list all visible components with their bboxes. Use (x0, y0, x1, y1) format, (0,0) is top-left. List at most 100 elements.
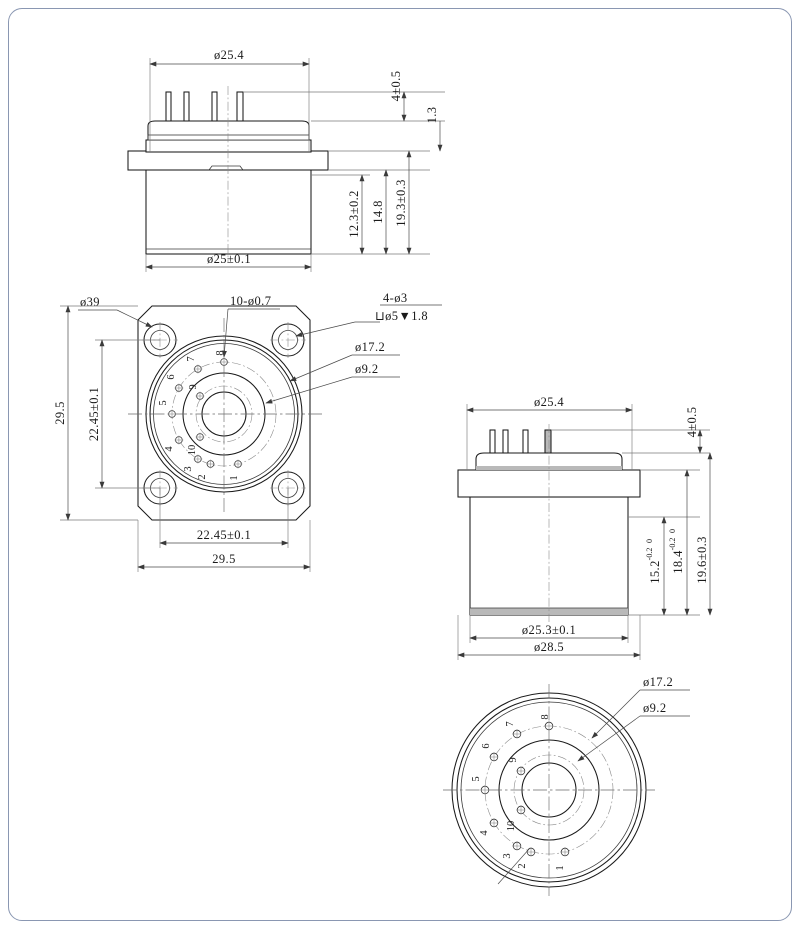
callout-flange-diameter: ø39 (78, 295, 153, 328)
callout-circles-v4: ø17.2 ø9.2 (577, 675, 690, 762)
mounting-holes-group (142, 322, 306, 506)
pin-label-9: 9 (188, 384, 199, 389)
dim-text-pin-length-v1: 4±0.5 (389, 71, 403, 102)
pin-label-7-v4: 7 (505, 721, 516, 726)
pin-label-3-v4: 3 (502, 853, 513, 858)
dim-text-vertical-inner-v2: 22.45±0.1 (87, 387, 101, 441)
view-bottom-left-flange: 8 7 6 5 4 3 2 1 9 10 ø39 10-ø0.7 (53, 291, 442, 572)
dimension-vertical-outer-v2: 29.5 (53, 305, 71, 521)
dimension-flange-diameter-v3: ø28.5 (457, 640, 641, 658)
pin-hole-4-v4 (489, 818, 499, 828)
dimension-top-width-v1: ø25.4 (149, 48, 310, 67)
view-top-left-elevation: ø25.4 ø25±0.1 4±0.5 1.3 12.3±0.2 (127, 48, 445, 272)
pin-label-7: 7 (186, 356, 197, 361)
dimension-body-height-2-v1: 14.8 (371, 169, 389, 255)
dimension-bottom-width-v1: ø25±0.1 (145, 252, 312, 270)
pin-label-2: 2 (197, 474, 208, 479)
pin-label-1-v4: 1 (555, 865, 566, 870)
dimension-flange-thickness-v1: 1.3 (425, 107, 443, 152)
callout-circles-v2: ø17.2 ø9.2 (265, 340, 400, 404)
pin-hole-10 (195, 432, 205, 442)
dimension-pin-length-v3: 4±0.5 (685, 407, 703, 454)
dimension-horizontal-inner-v2: 22.45±0.1 (159, 528, 289, 546)
dim-text-horizontal-outer-v2: 29.5 (212, 552, 235, 566)
callout-text-mounting-holes: 4-ø3 (383, 291, 408, 305)
mounting-hole-top-right (270, 322, 306, 358)
pin-label-3: 3 (183, 466, 194, 471)
dim-tol-upper-body-height-1-v3: 0 (645, 539, 654, 543)
extension-lines-v1 (145, 58, 445, 272)
pin-label-1: 1 (229, 475, 240, 480)
dimension-vertical-inner-v2: 22.45±0.1 (87, 339, 105, 489)
callout-text-counterbore: ⊔ø5▼1.8 (375, 309, 428, 323)
callout-text-pin-holes: 10-ø0.7 (230, 294, 271, 308)
callout-mounting-holes: 4-ø3 ⊔ø5▼1.8 (295, 291, 442, 337)
pin-label-6-v4: 6 (481, 743, 492, 748)
pin-hole-8-v4 (544, 721, 554, 731)
pin-hole-3-v4 (512, 841, 522, 851)
page-border (8, 8, 792, 921)
pin-label-2-v4: 2 (517, 863, 528, 868)
dim-text-overall-height-v1: 19.3±0.3 (394, 179, 408, 227)
callout-text-outer-circle-v4: ø17.2 (643, 675, 673, 689)
extension-lines-v2 (60, 305, 311, 572)
dim-tol-lower-body-height-2-v3: -0.2 (668, 538, 677, 551)
pin-hole-9 (195, 391, 205, 401)
pin-hole-3 (193, 454, 203, 464)
dim-text-top-width-v3: ø25.4 (534, 395, 564, 409)
pin-hole-6 (174, 383, 184, 393)
dimension-body-height-1-v3: 15.2 0 -0.2 (645, 516, 667, 616)
pin-label-6: 6 (166, 374, 177, 379)
pin-hole-7 (193, 364, 203, 374)
dim-text-flange-thickness-v1: 1.3 (425, 107, 439, 124)
dim-tol-lower-body-height-1-v3: -0.2 (645, 548, 654, 561)
pin-hole-1-v4 (560, 847, 570, 857)
dimension-body-height-2-v3: 18.4 0 -0.2 (668, 469, 690, 616)
pin-label-4-v4: 4 (479, 830, 490, 836)
dim-text-body-height-1-v3: 15.2 (648, 560, 662, 583)
pin-group-right-v3 (489, 429, 552, 454)
pin-hole-9-v4 (516, 766, 526, 776)
pin-label-10: 10 (187, 445, 198, 456)
pin-hole-2 (206, 459, 215, 469)
dimension-overall-height-v1: 19.3±0.3 (394, 150, 412, 255)
pin-hole-5 (167, 409, 177, 419)
dim-text-flange-diameter-v3: ø28.5 (534, 640, 564, 654)
connector-body-profile (127, 120, 329, 255)
pin-label-5-v4: 5 (471, 776, 482, 781)
pin-label-10-v4: 10 (506, 821, 517, 832)
dimension-top-width-v3: ø25.4 (466, 395, 633, 413)
dim-text-body-height-2-v3: 18.4 (671, 550, 685, 574)
pin-hole-2-v4 (526, 847, 536, 857)
dim-text-overall-height-v3: 19.6±0.3 (695, 536, 709, 584)
dimension-body-diameter-v3: ø25.3±0.1 (469, 623, 629, 641)
pin-labels-v2: 8 7 6 5 4 3 2 1 9 10 (158, 350, 240, 480)
dim-text-top-width-v1: ø25.4 (214, 48, 244, 62)
dimension-pin-length-v1: 4±0.5 (389, 71, 407, 122)
pin-hole-1 (233, 459, 243, 469)
dim-text-bottom-width-v1: ø25±0.1 (207, 252, 251, 266)
pin-label-9-v4: 9 (508, 757, 519, 762)
dim-text-horizontal-inner-v2: 22.45±0.1 (197, 528, 251, 542)
pin-label-8-v4: 8 (540, 714, 551, 719)
view-bottom-right-round: 8 7 6 5 4 3 2 1 9 10 ø17.2 ø9.2 (443, 675, 690, 896)
dimension-horizontal-outer-v2: 29.5 (137, 552, 311, 570)
dim-tol-upper-body-height-2-v3: 0 (668, 529, 677, 533)
callout-text-flange-diameter: ø39 (80, 295, 100, 309)
pin-hole-8 (219, 357, 229, 367)
pin-hole-6-v4 (489, 752, 499, 762)
dim-text-body-height-2-v1: 14.8 (371, 200, 385, 223)
pin-labels-v4: 8 7 6 5 4 3 2 1 9 10 (471, 714, 566, 870)
callout-text-inner-circle-v4: ø9.2 (643, 701, 666, 715)
callout-pin-holes: 10-ø0.7 (222, 294, 280, 358)
dim-text-pin-length-v3: 4±0.5 (685, 407, 699, 438)
view-right-elevation: ø25.4 4±0.5 15.2 0 -0.2 18.4 0 -0.2 (457, 395, 713, 660)
pin-hole-10-v4 (516, 805, 526, 815)
pin-hole-7-v4 (512, 729, 522, 739)
dim-text-vertical-outer-v2: 29.5 (53, 401, 67, 424)
pin-hole-5-v4 (480, 785, 490, 795)
dim-text-body-diameter-v3: ø25.3±0.1 (522, 623, 576, 637)
dimension-overall-height-v3: 19.6±0.3 (695, 452, 713, 616)
